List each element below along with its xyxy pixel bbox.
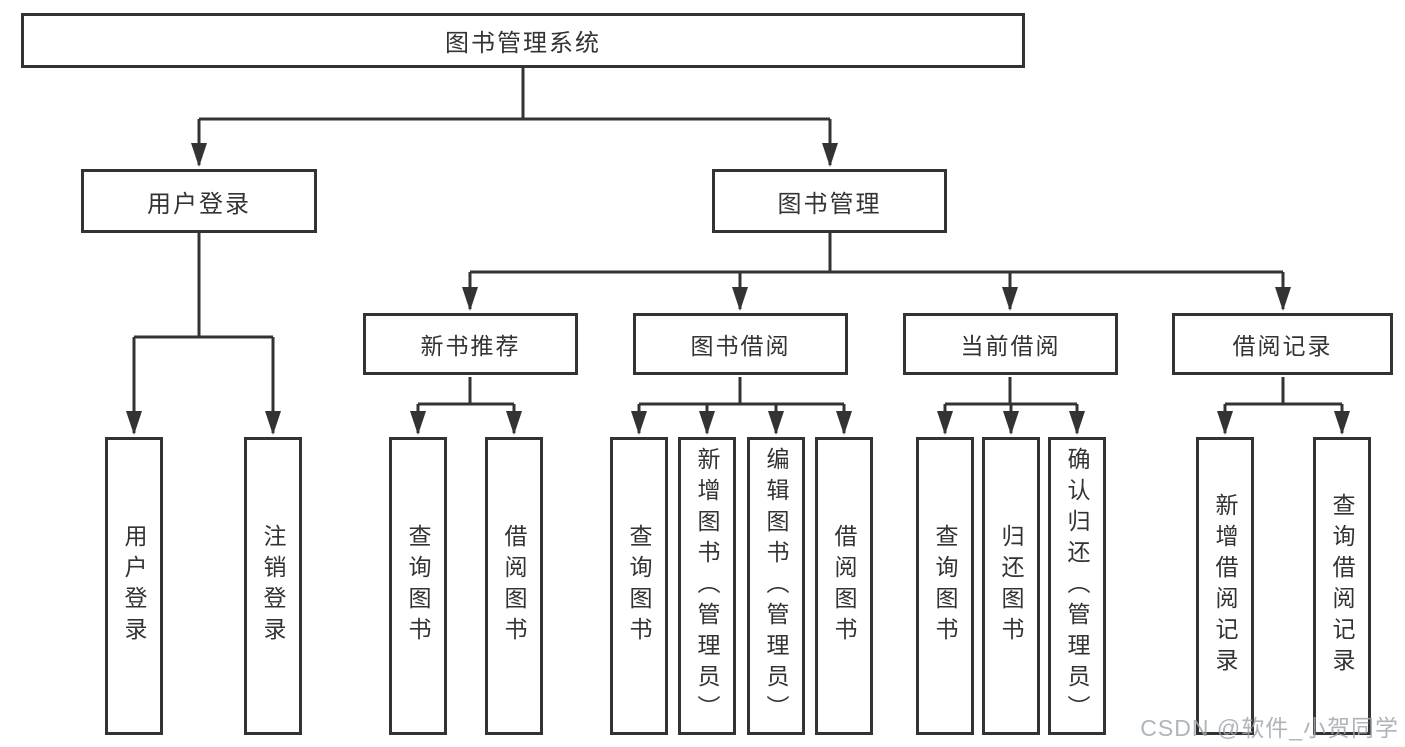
leaf-recommend-borrow-books: 借阅图书 [485, 437, 543, 735]
node-root-system: 图书管理系统 [21, 13, 1025, 68]
leaf-add-borrow-record: 新增借阅记录 [1196, 437, 1254, 735]
connector-root-bar [199, 68, 830, 121]
leaf-user-login: 用户登录 [105, 437, 163, 735]
leaf-current-query-books: 查询图书 [916, 437, 974, 735]
node-book-management: 图书管理 [712, 169, 947, 233]
node-user-login: 用户登录 [81, 169, 317, 233]
leaf-query-borrow-record: 查询借阅记录 [1313, 437, 1371, 735]
leaf-edit-books-admin: 编辑图书（管理员） [747, 437, 805, 735]
connector-login-bar [134, 233, 273, 339]
watermark: CSDN @软件_小贺同学 [1140, 715, 1399, 741]
connector-records-bar [1225, 377, 1342, 406]
leaf-borrow-borrow-books: 借阅图书 [815, 437, 873, 735]
connector-management-bar [470, 233, 1283, 274]
leaf-borrow-query-books: 查询图书 [610, 437, 668, 735]
connector-borrow-bar [639, 377, 844, 406]
connector-recommend-bar [418, 377, 514, 406]
leaf-recommend-query-books: 查询图书 [389, 437, 447, 735]
leaf-return-books: 归还图书 [982, 437, 1040, 735]
leaf-add-books-admin: 新增图书（管理员） [678, 437, 736, 735]
leaf-confirm-return-admin: 确认归还（管理员） [1048, 437, 1106, 735]
node-book-borrow: 图书借阅 [633, 313, 848, 375]
connector-current-bar [945, 377, 1077, 406]
node-borrow-records: 借阅记录 [1172, 313, 1393, 375]
node-new-book-recommend: 新书推荐 [363, 313, 578, 375]
leaf-logout: 注销登录 [244, 437, 302, 735]
node-current-borrow: 当前借阅 [903, 313, 1118, 375]
